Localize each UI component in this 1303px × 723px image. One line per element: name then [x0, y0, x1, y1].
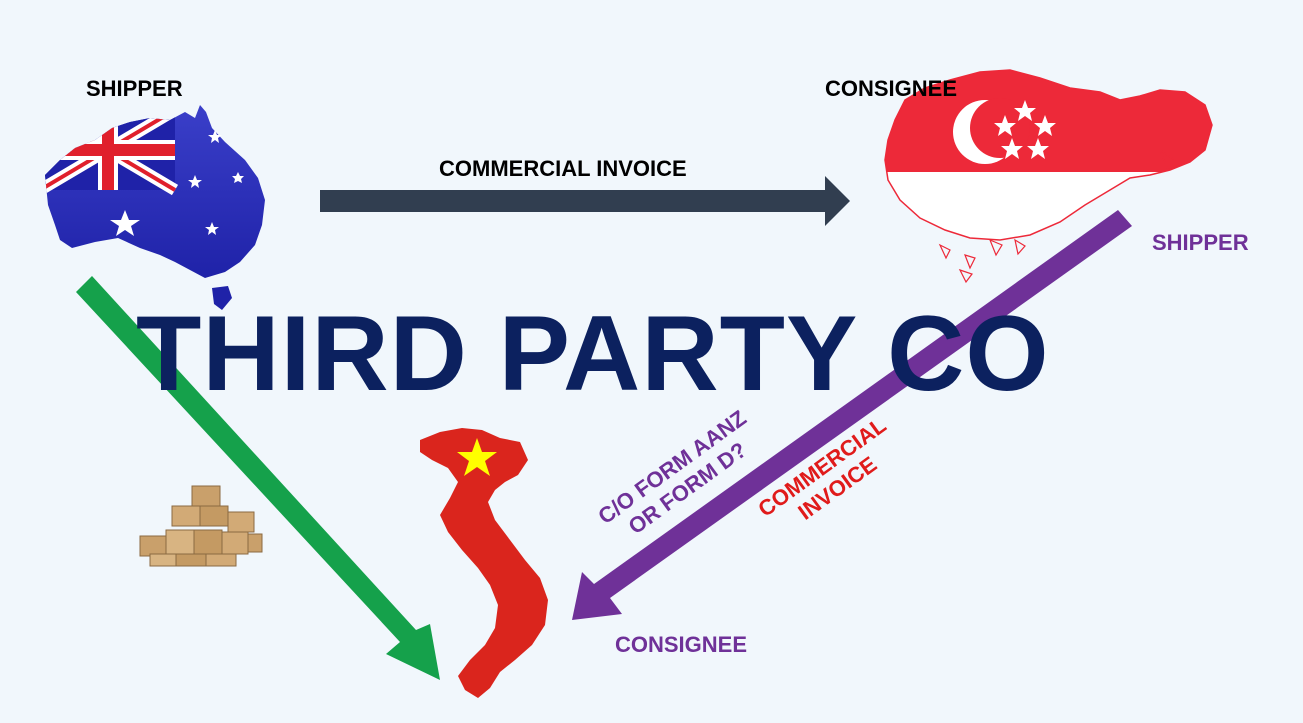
commercial-invoice-label: COMMERCIAL INVOICE: [439, 156, 687, 181]
australia-flag-map-icon: [45, 105, 265, 310]
vietnam-flag-map-icon: [420, 428, 548, 698]
commercial-invoice-arrow: [320, 176, 850, 226]
vietnam-consignee-label: CONSIGNEE: [615, 632, 748, 657]
singapore-shipper-label: SHIPPER: [1152, 230, 1249, 255]
goods-shipment-arrow: [76, 276, 440, 680]
cardboard-boxes-icon: [139, 485, 263, 567]
singapore-consignee-label: CONSIGNEE: [825, 76, 958, 101]
document-flow-arrow: [572, 210, 1132, 620]
australia-shipper-label: SHIPPER: [86, 76, 183, 101]
diagram-title: THIRD PARTY CO: [136, 293, 1050, 413]
